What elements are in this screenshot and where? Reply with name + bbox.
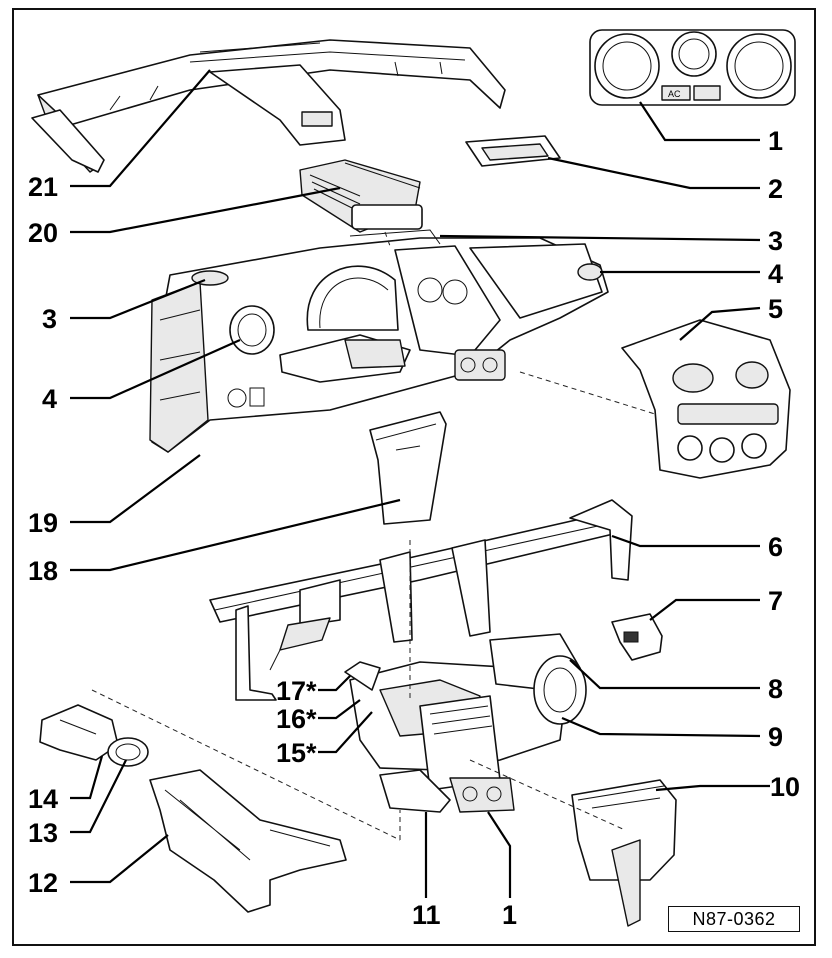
heater-assembly — [344, 633, 587, 813]
part-10-air-box — [571, 779, 677, 927]
part-13-ring — [107, 737, 149, 767]
reference-code-box: N87-0362 — [668, 906, 800, 932]
callout-18: 18 — [28, 556, 58, 586]
part-14-bracket — [39, 704, 119, 761]
callout-14: 14 — [28, 784, 58, 814]
callout-labels: 1 2 3 4 5 6 7 8 9 10 21 20 3 4 19 18 17*… — [28, 126, 800, 930]
part-5-trim-panel — [621, 319, 791, 479]
callout-10: 10 — [770, 772, 800, 802]
callout-19: 19 — [28, 508, 58, 538]
part-1-control-panel: AC — [589, 29, 796, 106]
callout-4-left: 4 — [42, 384, 57, 414]
part-21-dash-top-cover — [31, 39, 506, 173]
assembly-lines — [91, 231, 656, 841]
callout-8: 8 — [768, 674, 783, 704]
callout-6: 6 — [768, 532, 783, 562]
callout-16: 16* — [276, 704, 317, 734]
part-6-cross-member — [209, 499, 633, 701]
callout-3-right: 3 — [768, 226, 783, 256]
callout-1-bottom: 1 — [502, 900, 517, 930]
reference-code: N87-0362 — [692, 908, 776, 929]
callout-12: 12 — [28, 868, 58, 898]
dashboard-main — [149, 229, 609, 453]
callout-11: 11 — [412, 900, 441, 930]
part-20-air-vent — [299, 159, 423, 233]
callout-3-left: 3 — [42, 304, 57, 334]
part-12-floor-duct — [149, 769, 347, 913]
callout-13: 13 — [28, 818, 58, 848]
part-2-cover — [465, 135, 561, 167]
callout-7: 7 — [768, 586, 783, 616]
callout-20: 20 — [28, 218, 58, 248]
callout-17: 17* — [276, 676, 317, 706]
callout-4-right: 4 — [768, 259, 783, 289]
callout-2: 2 — [768, 174, 783, 204]
part-7-switch — [611, 613, 663, 661]
leader-lines — [70, 69, 770, 898]
callout-15: 15* — [276, 738, 317, 768]
part-19-duct — [369, 411, 447, 525]
callout-21: 21 — [28, 172, 58, 202]
ac-button-label: AC — [668, 89, 681, 99]
callout-5: 5 — [768, 294, 783, 324]
callout-9: 9 — [768, 722, 783, 752]
diagram-frame — [12, 8, 816, 946]
callout-1-top: 1 — [768, 126, 783, 156]
